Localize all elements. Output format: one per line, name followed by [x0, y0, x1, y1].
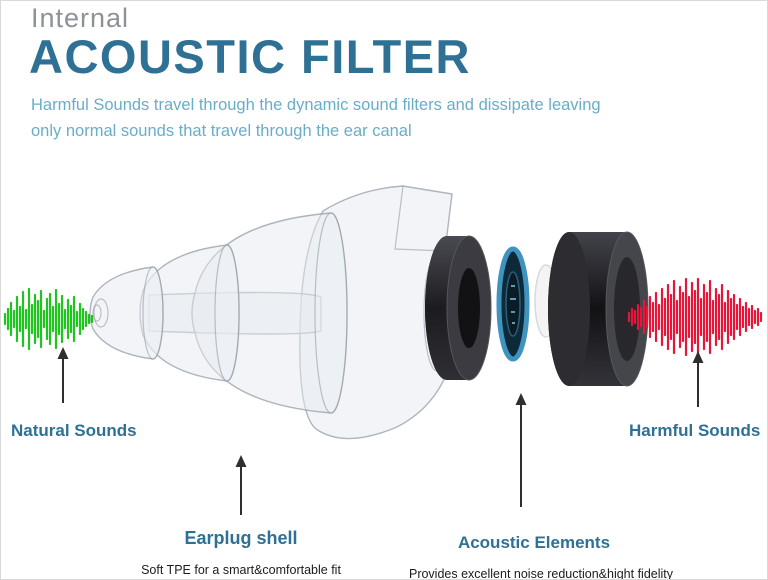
damper-ring — [425, 235, 492, 381]
acoustic-elements-caption: Provides excellent noise reduction&hight… — [408, 567, 674, 580]
harmful-sounds-arrow — [692, 351, 704, 407]
acoustic-elements-label: Acoustic Elements — [457, 533, 611, 552]
harmful-sounds-label: Harmful Sounds — [629, 421, 761, 440]
earplug-shell-caption: Soft TPE for a smart&comfortable fit — [141, 563, 341, 577]
earplug-flange-medium-rim — [214, 244, 240, 382]
callout-arrows — [57, 347, 704, 515]
earplug-shell-arrow — [235, 455, 247, 515]
earplug-shell-facet — [394, 185, 446, 252]
acoustic-elements-arrow — [515, 393, 527, 507]
earplug-tip-ring-inner — [92, 304, 102, 322]
page-title: ACOUSTIC FILTER — [29, 30, 471, 83]
natural-sounds-label: Natural Sounds — [11, 421, 137, 440]
filter-disc — [496, 246, 530, 362]
earplug-tip-ring-outer — [93, 298, 109, 328]
eyebrow-text: Internal — [31, 3, 130, 33]
earplug-flange-large-rim — [314, 212, 348, 414]
subtitle-text: Harmful Sounds travel through the dynami… — [31, 93, 601, 144]
subtitle-line-1: Harmful Sounds travel through the dynami… — [31, 96, 601, 114]
earplug-flange-tip-rim — [142, 266, 164, 360]
driver-cylinder — [548, 231, 649, 387]
earplug-graphic — [89, 185, 459, 440]
natural-sounds-arrow — [57, 347, 69, 403]
subtitle-line-2: only normal sounds that travel through t… — [31, 121, 412, 140]
natural-sound-wave — [3, 287, 94, 351]
acoustic-elements-graphic — [425, 231, 649, 387]
earplug-shell-label: Earplug shell — [184, 528, 298, 548]
harmful-sound-wave — [627, 277, 763, 357]
